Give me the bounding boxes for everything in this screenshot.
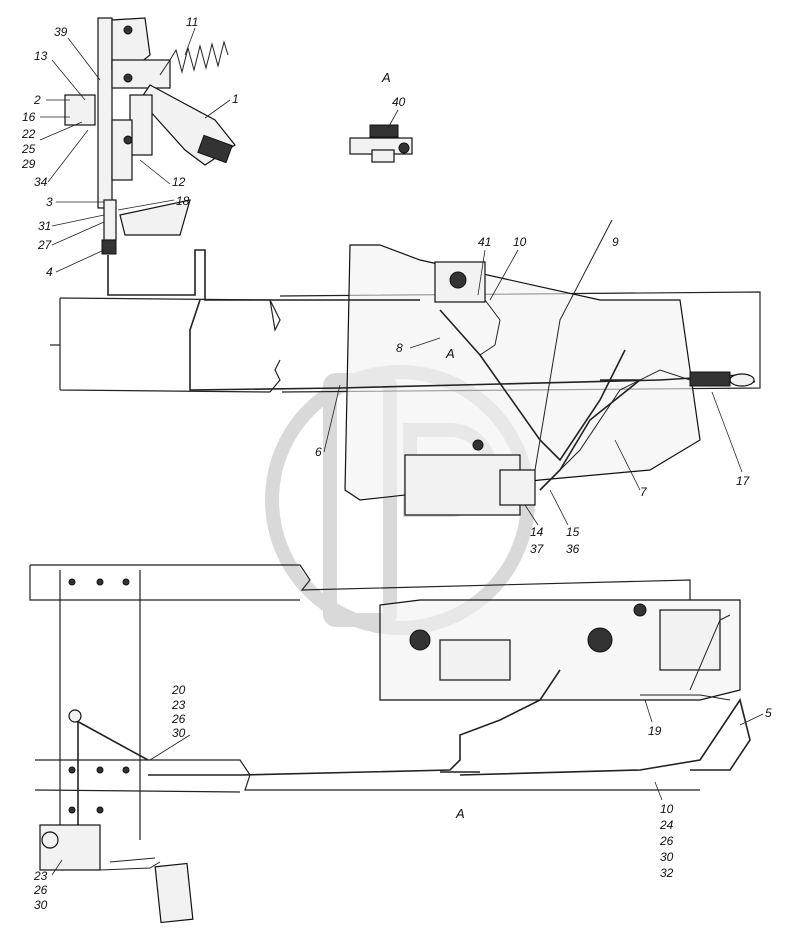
callout-4: 4: [46, 265, 53, 279]
view-label-a-mid: А: [445, 346, 455, 361]
hydraulic-lines-lower: [148, 614, 751, 776]
callout-27: 27: [37, 238, 53, 252]
callout-23-left: 23: [33, 869, 48, 883]
callout-14: 14: [530, 525, 544, 539]
callout-40: 40: [392, 95, 406, 109]
callout-3: 3: [46, 195, 53, 209]
callout-17: 17: [736, 474, 751, 488]
callout-20: 20: [171, 683, 186, 697]
gearbox-housing-lower: [379, 599, 741, 701]
callout-32: 32: [660, 866, 674, 880]
callout-37: 37: [530, 542, 545, 556]
callout-1: 1: [232, 92, 239, 106]
callout-10-bottom: 10: [660, 802, 674, 816]
callout-30: 30: [172, 726, 186, 740]
gearbox-housing-upper: [344, 244, 701, 516]
callout-6: 6: [315, 445, 322, 459]
callout-23: 23: [171, 698, 186, 712]
callout-11: 11: [186, 15, 198, 29]
clutch-pedal-assembly: [64, 17, 236, 255]
callout-13: 13: [34, 49, 48, 63]
callout-31: 31: [38, 219, 51, 233]
lower-frame-rail: [29, 564, 700, 840]
callout-41: 41: [478, 235, 491, 249]
callout-39: 39: [54, 25, 68, 39]
callout-5: 5: [765, 706, 772, 720]
callout-36: 36: [566, 542, 580, 556]
callout-26: 26: [171, 712, 186, 726]
callout-7: 7: [640, 485, 648, 499]
pipe-fitting-17: [689, 371, 755, 387]
hydraulic-lines-upper: [107, 219, 756, 491]
leader-lines: [39, 27, 764, 876]
callout-labels: А А А 39 13 2 16 22 25 29 34 11 1 12 3 1…: [21, 15, 772, 912]
callout-10-top: 10: [513, 235, 527, 249]
callout-12: 12: [172, 175, 186, 189]
callout-26-bottom: 26: [659, 834, 674, 848]
callout-30-left: 30: [34, 898, 48, 912]
view-label-a-bottom: А: [455, 806, 465, 821]
callout-9: 9: [612, 235, 619, 249]
callout-22: 22: [21, 127, 36, 141]
view-a-detail: [349, 109, 413, 163]
callout-2: 2: [33, 93, 41, 107]
callout-29: 29: [21, 157, 36, 171]
view-label-a-top: А: [381, 70, 391, 85]
callout-26-left: 26: [33, 883, 48, 897]
callout-19: 19: [648, 724, 662, 738]
callout-8: 8: [396, 341, 403, 355]
callout-34: 34: [34, 175, 48, 189]
callout-15: 15: [566, 525, 580, 539]
callout-30-bottom: 30: [660, 850, 674, 864]
callout-25: 25: [21, 142, 36, 156]
callout-24: 24: [659, 818, 674, 832]
callout-18: 18: [176, 194, 190, 208]
callout-16: 16: [22, 110, 36, 124]
lower-lever-assembly: [39, 709, 194, 924]
